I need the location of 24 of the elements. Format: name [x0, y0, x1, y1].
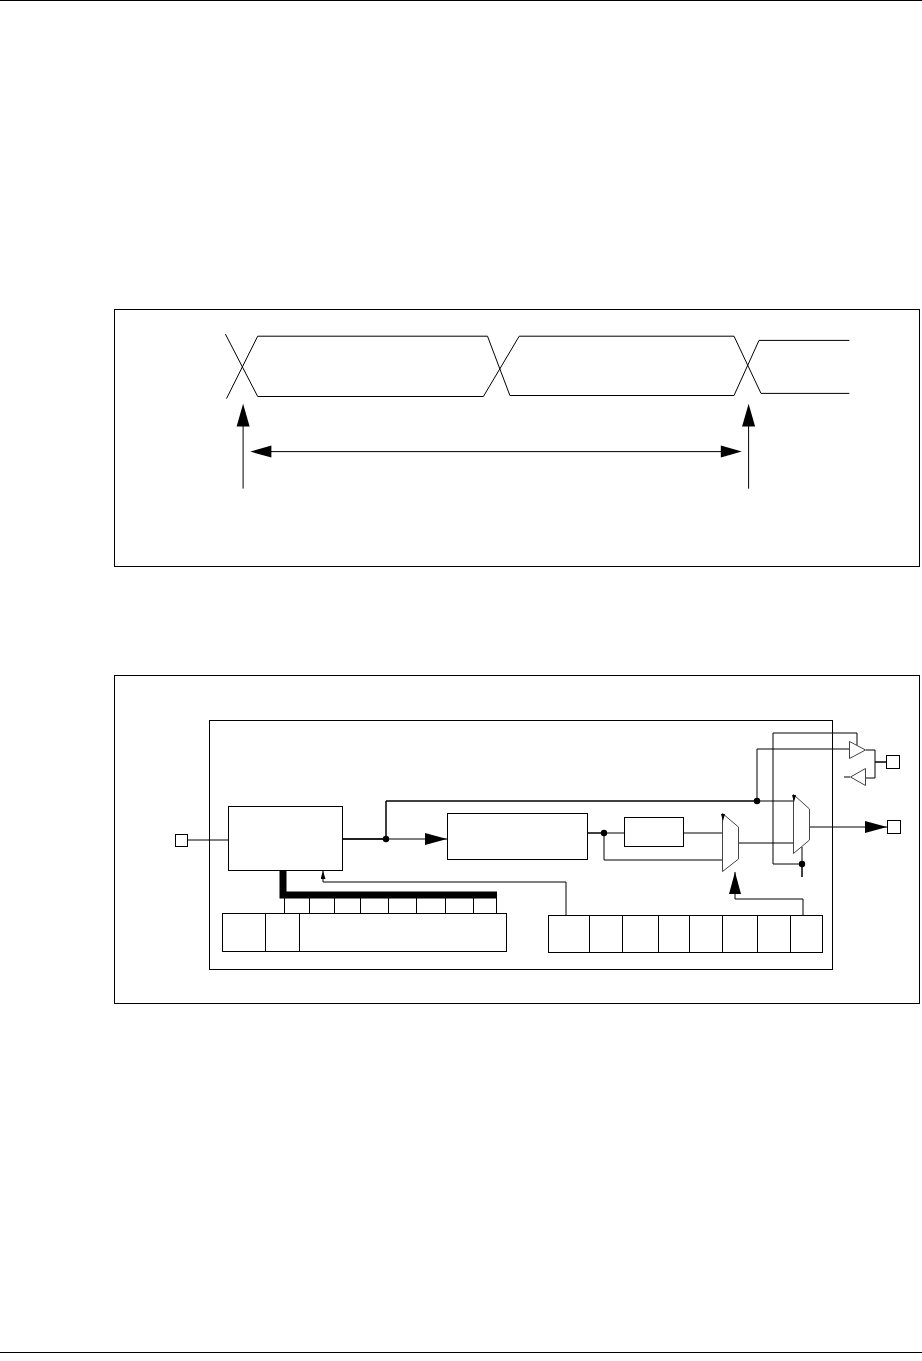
pin-pad — [887, 820, 901, 834]
buffer-symbol — [850, 768, 866, 786]
block-outline — [209, 720, 833, 970]
multiplexer-symbol — [793, 794, 810, 854]
connector-line — [843, 776, 851, 778]
connector-line — [187, 839, 229, 841]
connector-line — [772, 732, 858, 878]
arrow — [320, 870, 567, 916]
connector-line — [683, 832, 723, 834]
connector-line — [587, 832, 723, 861]
connector-line — [342, 748, 850, 840]
function-block — [624, 817, 684, 847]
arrow — [809, 821, 888, 833]
buffer-symbol — [849, 741, 866, 759]
pin-pad — [175, 834, 188, 847]
connector-line — [865, 761, 887, 779]
arrow — [729, 871, 804, 916]
function-block — [447, 813, 588, 860]
pin-pad — [886, 755, 900, 769]
multiplexer-symbol — [722, 813, 739, 872]
register-block — [222, 913, 507, 952]
function-block — [228, 806, 343, 871]
connector-line — [738, 842, 794, 844]
register-block — [548, 915, 823, 953]
